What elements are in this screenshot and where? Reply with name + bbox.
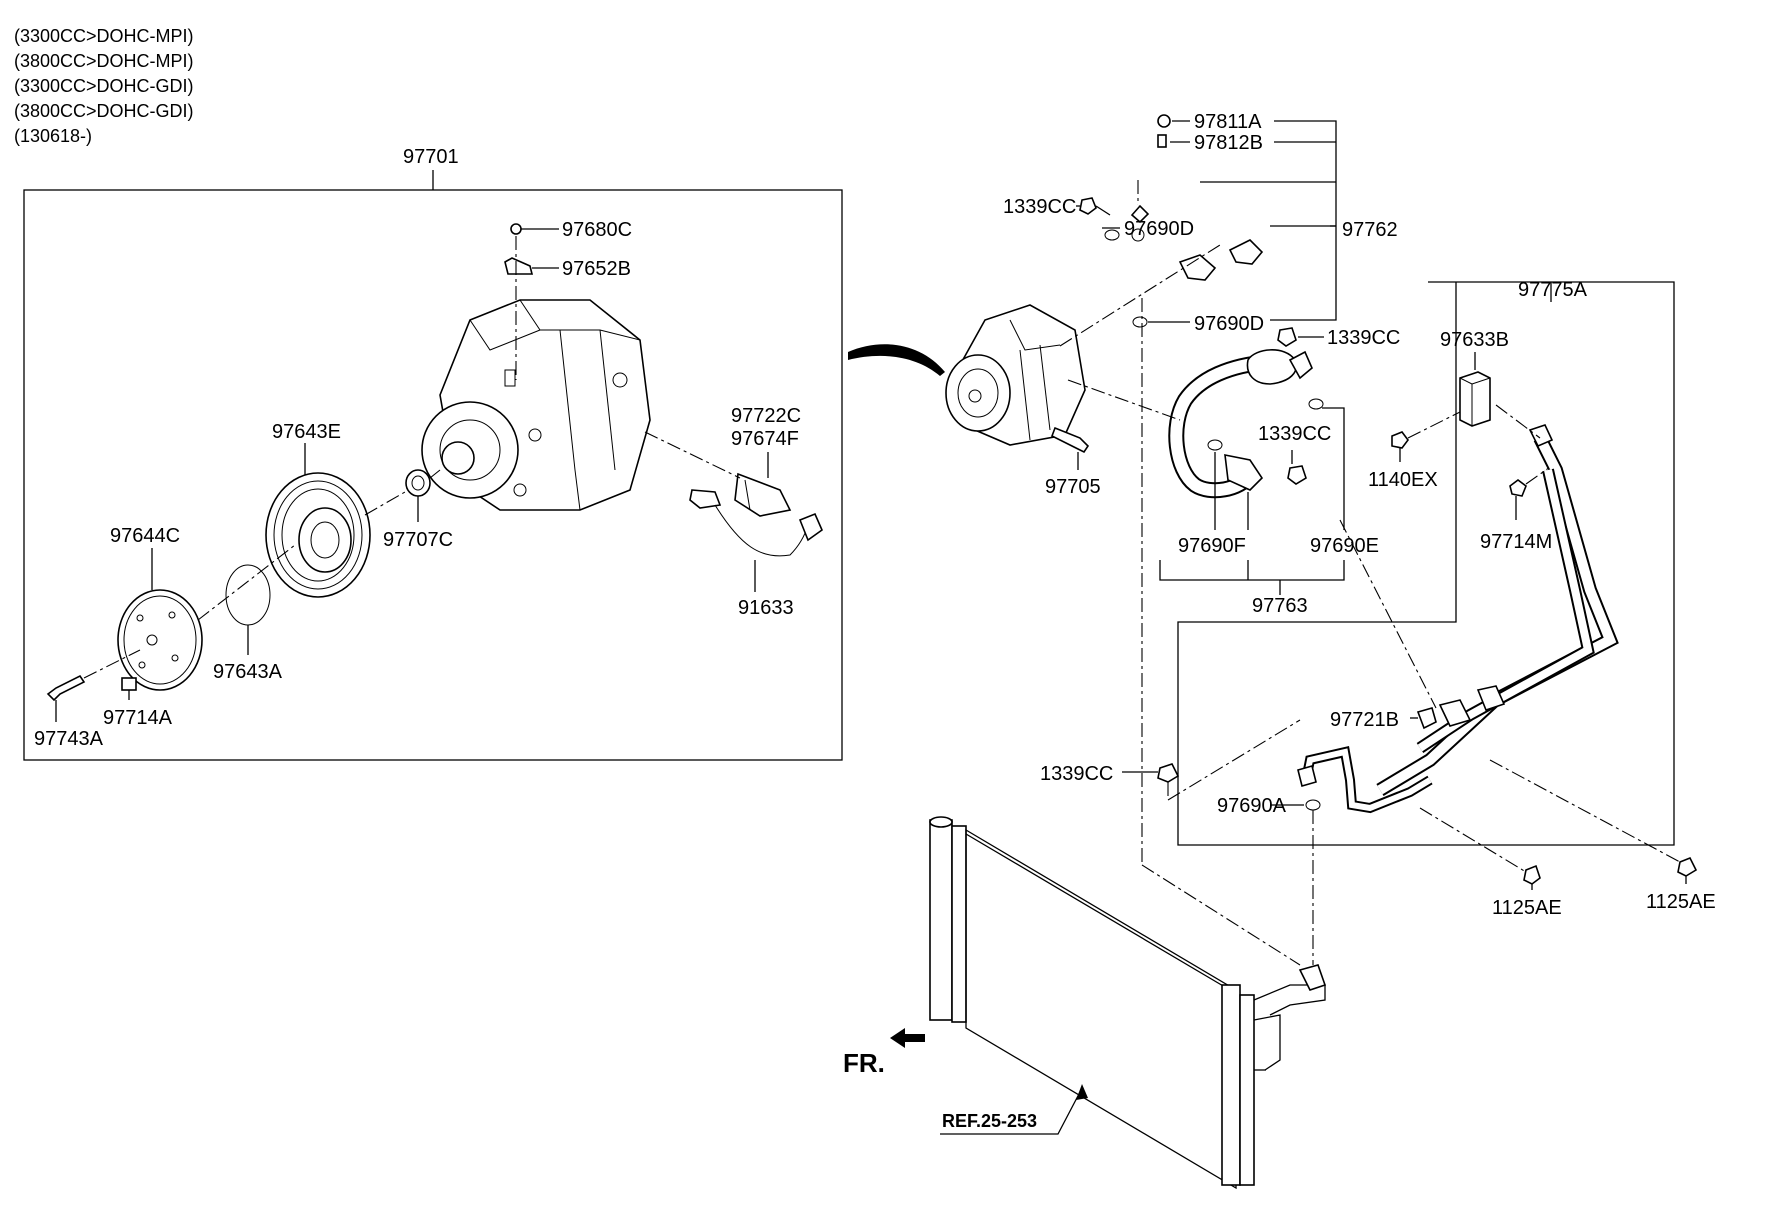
header-line-4: (3800CC>DOHC-GDI) (14, 101, 194, 121)
label-97762: 97762 (1342, 219, 1398, 241)
bolt-1125AE-right: 1125AE (1489, 759, 1716, 913)
label-97652B: 97652B (562, 258, 631, 280)
label-1339CC-mid: 1339CC (1327, 327, 1400, 349)
bracket-97652B: 97652B (504, 236, 631, 380)
label-97690D-upper: 97690D (1124, 218, 1194, 240)
reference-arrow-icon (1076, 1084, 1088, 1100)
label-1339CC-upper: 1339CC (1003, 196, 1076, 218)
liquid-tube (1376, 424, 1619, 797)
liquid-tube-box-97775A: 97775A (1177, 279, 1675, 846)
suction-hose-97763: 1339CC 97690F 97690E 97763 (1159, 349, 1379, 617)
label-97775A: 97775A (1518, 279, 1588, 301)
label-97643A: 97643A (213, 661, 283, 683)
cap-97811A: 97811A (1157, 111, 1262, 133)
label-97705: 97705 (1045, 476, 1101, 498)
bolt-97680C: 97680C (510, 219, 632, 241)
header-line-3: (3300CC>DOHC-GDI) (14, 76, 194, 96)
front-marker-label: FR. (843, 1048, 885, 1078)
sensor-97721B: 97721B (1330, 519, 1437, 731)
pulley-97643E: 97643E (265, 421, 406, 598)
label-97722C: 97722C (731, 405, 801, 427)
label-1339CC-suction: 1339CC (1258, 423, 1331, 445)
label-97690D-lower: 97690D (1194, 313, 1264, 335)
nut-1339CC-upper: 1339CC (1003, 196, 1120, 241)
bolt-97705: 97705 (1045, 426, 1101, 498)
label-97714M: 97714M (1480, 531, 1552, 553)
bearing-97707C: 97707C (383, 469, 453, 551)
label-1125AE-left: 1125AE (1492, 897, 1562, 919)
label-97690F: 97690F (1178, 535, 1246, 557)
compressor-assembly-box: 97701 (23, 146, 843, 761)
label-1140EX: 1140EX (1368, 469, 1438, 491)
bolt-97714M: 97714M (1480, 459, 1561, 553)
bolt-97743A: 97743A (34, 649, 141, 750)
label-97690E: 97690E (1310, 535, 1379, 557)
label-97714A: 97714A (103, 707, 173, 729)
label-97644C: 97644C (110, 525, 180, 547)
label-97680C: 97680C (562, 219, 632, 241)
guide-line (1067, 379, 1181, 421)
valve-core-97812B: 97812B (1157, 132, 1263, 154)
label-97812B: 97812B (1194, 132, 1263, 154)
label-97707C: 97707C (383, 529, 453, 551)
label-97721B: 97721B (1330, 709, 1399, 731)
label-97763: 97763 (1252, 595, 1308, 617)
front-arrow-icon (890, 1028, 925, 1048)
label-97811A: 97811A (1194, 111, 1262, 133)
nut-1339CC-mid: 1339CC (1277, 327, 1400, 349)
label-97743A: 97743A (34, 728, 104, 750)
reference-label: REF.25-253 (942, 1111, 1037, 1131)
nut-1339CC-lower: 1339CC (1040, 719, 1301, 801)
label-1339CC-lower: 1339CC (1040, 763, 1113, 785)
bolt-97714A: 97714A (103, 677, 173, 729)
header-line-5: (130618-) (14, 126, 92, 146)
bolt-1125AE-left: 1125AE (1419, 807, 1562, 919)
header-line-1: (3300CC>DOHC-MPI) (14, 26, 194, 46)
snap-ring-97643A: 97643A (213, 564, 283, 683)
expansion-valve-97633B: 97633B (1440, 329, 1509, 427)
engine-applicability-header: (3300CC>DOHC-MPI) (3800CC>DOHC-MPI) (330… (14, 26, 194, 146)
guide-line (1059, 244, 1221, 347)
label-97674F: 97674F (731, 428, 799, 450)
label-97633B: 97633B (1440, 329, 1509, 351)
condenser (929, 816, 1327, 1190)
o-ring-97690D: 97690D (1132, 313, 1264, 335)
label-97690A: 97690A (1217, 795, 1287, 817)
guide-line (1495, 404, 1541, 439)
label-97701: 97701 (403, 146, 459, 168)
reference-callout: REF.25-253 (940, 1084, 1088, 1135)
curved-arrow-icon (848, 344, 945, 376)
compressor-body (421, 299, 651, 511)
label-97643E: 97643E (272, 421, 341, 443)
front-direction-marker: FR. (843, 1028, 925, 1078)
label-1125AE-right: 1125AE (1646, 891, 1716, 913)
bolt-1140EX: 1140EX (1368, 411, 1461, 491)
clutch-plate-97644C: 97644C (110, 525, 296, 691)
compressor-small (945, 304, 1086, 446)
header-line-2: (3800CC>DOHC-MPI) (14, 51, 194, 71)
label-91633: 91633 (738, 597, 794, 619)
pressure-sensor-97722C: 97722C 97674F (644, 405, 801, 517)
guide-line (1141, 864, 1301, 966)
o-ring-97690A: 97690A (1217, 745, 1433, 817)
wire-harness-91633: 91633 (689, 489, 823, 619)
